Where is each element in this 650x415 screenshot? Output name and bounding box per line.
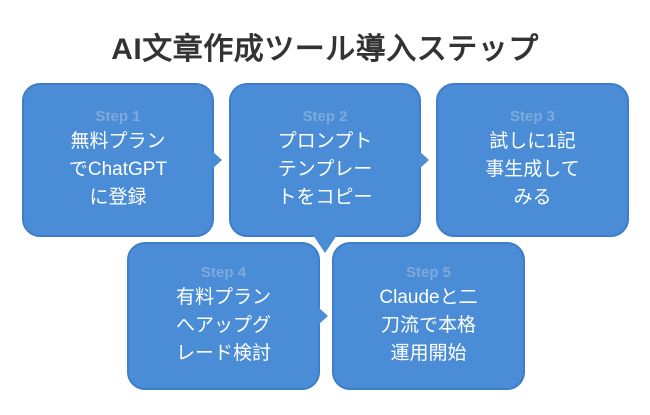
step-text: 試しに1記 事生成して みる (485, 131, 580, 208)
step-box-5: Step 5 Claudeと二 刀流で本格 運用開始 (332, 242, 525, 390)
step-box-2: Step 2 プロンプト テンプレー トをコピー (229, 83, 429, 253)
step-text: Claudeと二 刀流で本格 運用開始 (379, 287, 478, 364)
step-box-1: Step 1 無料プラン でChatGPT に登録 (22, 83, 222, 237)
step-text: 有料プラン へアップグ レード検討 (175, 287, 271, 364)
arrow-right-icon (318, 307, 328, 325)
step-label: Step 5 (405, 264, 451, 281)
step-text: プロンプト テンプレー トをコピー (277, 131, 373, 208)
arrow-right-icon (419, 151, 429, 169)
step-label: Step 2 (302, 108, 348, 125)
step-label: Step 4 (200, 264, 246, 281)
arrow-down-icon (313, 235, 337, 253)
step-box-4: Step 4 有料プラン へアップグ レード検討 (127, 242, 328, 390)
arrow-right-icon (212, 151, 222, 169)
step-label: Step 3 (509, 108, 555, 125)
step-text: 無料プラン でChatGPT に登録 (68, 131, 168, 208)
step-box-3: Step 3 試しに1記 事生成して みる (436, 83, 629, 237)
page-title: AI文章作成ツール導入ステップ (111, 33, 539, 66)
step-label: Step 1 (95, 108, 141, 125)
